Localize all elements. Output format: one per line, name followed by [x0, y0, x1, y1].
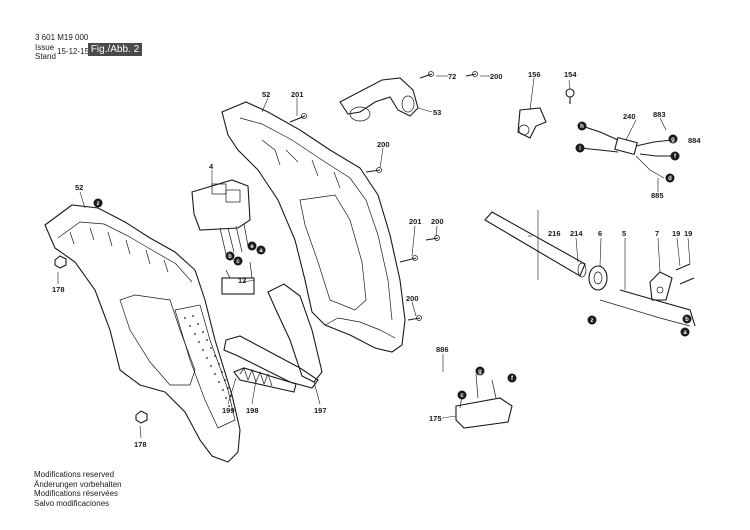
cable-assembly-240[interactable]	[579, 125, 674, 179]
label-197: 197	[314, 406, 327, 415]
label-6: 6	[598, 229, 602, 238]
label-885: 885	[651, 191, 664, 200]
label-19-a: 19	[672, 229, 680, 238]
part-53-cover[interactable]	[339, 77, 419, 122]
label-175: 175	[429, 414, 442, 423]
label-216: 216	[548, 229, 561, 238]
label-72: 72	[448, 72, 456, 81]
connector-i: i	[579, 146, 581, 152]
label-178-top: 178	[52, 285, 65, 294]
connector-z-cable: z	[591, 318, 594, 324]
connector-d: d	[668, 176, 672, 182]
part-4-switch[interactable]	[191, 179, 251, 255]
connector-f-module: f	[511, 376, 514, 382]
stand-label: Stand	[35, 52, 56, 61]
label-52-rear: 52	[262, 90, 270, 99]
issue-label: Issue	[35, 43, 55, 52]
part-12-capacitor[interactable]	[221, 277, 255, 295]
note-en: Modifications reserved	[34, 470, 115, 479]
connector-f: f	[674, 154, 677, 160]
note-fr: Modifications réservées	[34, 489, 119, 498]
part-154-screw[interactable]	[565, 88, 575, 104]
note-de: Änderungen vorbehalten	[34, 479, 122, 489]
housing-screws[interactable]	[289, 71, 478, 321]
label-5: 5	[622, 229, 626, 238]
figure-label: Fig./Abb. 2	[88, 43, 142, 56]
connector-c-switch: c	[236, 259, 240, 265]
connector-g: g	[671, 137, 675, 143]
document-number: 3 601 M19 000	[35, 33, 89, 42]
part-6-seal[interactable]	[588, 265, 608, 291]
part-5-cable[interactable]	[619, 289, 696, 327]
rear-housing-half[interactable]	[221, 101, 406, 353]
label-883: 883	[653, 110, 666, 119]
label-52-front: 52	[75, 183, 83, 192]
label-214: 214	[570, 229, 583, 238]
part-number-labels: 52 201 72 200 53 156 154 240 883 884 885…	[52, 70, 701, 449]
label-240: 240	[623, 112, 636, 121]
label-201-top: 201	[291, 90, 304, 99]
connector-a-cable: a	[683, 330, 687, 336]
label-178-bottom: 178	[134, 440, 147, 449]
label-886: 886	[436, 345, 449, 354]
label-200-mid: 200	[377, 140, 390, 149]
label-201-mid: 201	[409, 217, 422, 226]
connector-g-module: g	[478, 369, 482, 375]
label-154: 154	[564, 70, 577, 79]
part-7-clamp[interactable]	[649, 271, 673, 301]
label-198: 198	[246, 406, 259, 415]
connector-c-module: c	[460, 393, 464, 399]
label-200-right: 200	[431, 217, 444, 226]
modification-notes: Modifications reserved Änderungen vorbeh…	[34, 470, 122, 508]
label-7: 7	[655, 229, 659, 238]
label-19-b: 19	[684, 229, 692, 238]
connector-markers: h g i f d e b c a z z b a c g f	[93, 121, 692, 400]
connector-a-switch: a	[259, 248, 263, 254]
connector-z-housing: z	[97, 201, 100, 207]
issue-date: 15-12-15	[57, 47, 90, 56]
connector-e-switch: e	[250, 244, 254, 250]
note-es: Salvo modificaciones	[34, 498, 110, 508]
trigger-assembly[interactable]	[223, 283, 323, 393]
leader-lines	[57, 75, 691, 439]
label-884: 884	[688, 136, 701, 145]
label-4: 4	[209, 162, 214, 171]
front-housing-half[interactable]	[44, 204, 241, 463]
label-199: 199	[222, 406, 235, 415]
part-19-screws[interactable]	[675, 263, 695, 285]
label-200-top: 200	[490, 72, 503, 81]
label-12: 12	[238, 276, 246, 285]
part-156-clip[interactable]	[517, 107, 547, 139]
label-53: 53	[433, 108, 441, 117]
part-175-module[interactable]	[455, 373, 513, 429]
connector-b-cable: b	[685, 317, 689, 323]
grip-texture-dots	[184, 315, 232, 407]
part-178-nuts[interactable]	[54, 255, 148, 424]
rod-214[interactable]	[484, 211, 587, 278]
connector-b-switch: b	[228, 254, 232, 260]
label-156: 156	[528, 70, 541, 79]
connector-h: h	[580, 124, 584, 130]
label-200-lower: 200	[406, 294, 419, 303]
